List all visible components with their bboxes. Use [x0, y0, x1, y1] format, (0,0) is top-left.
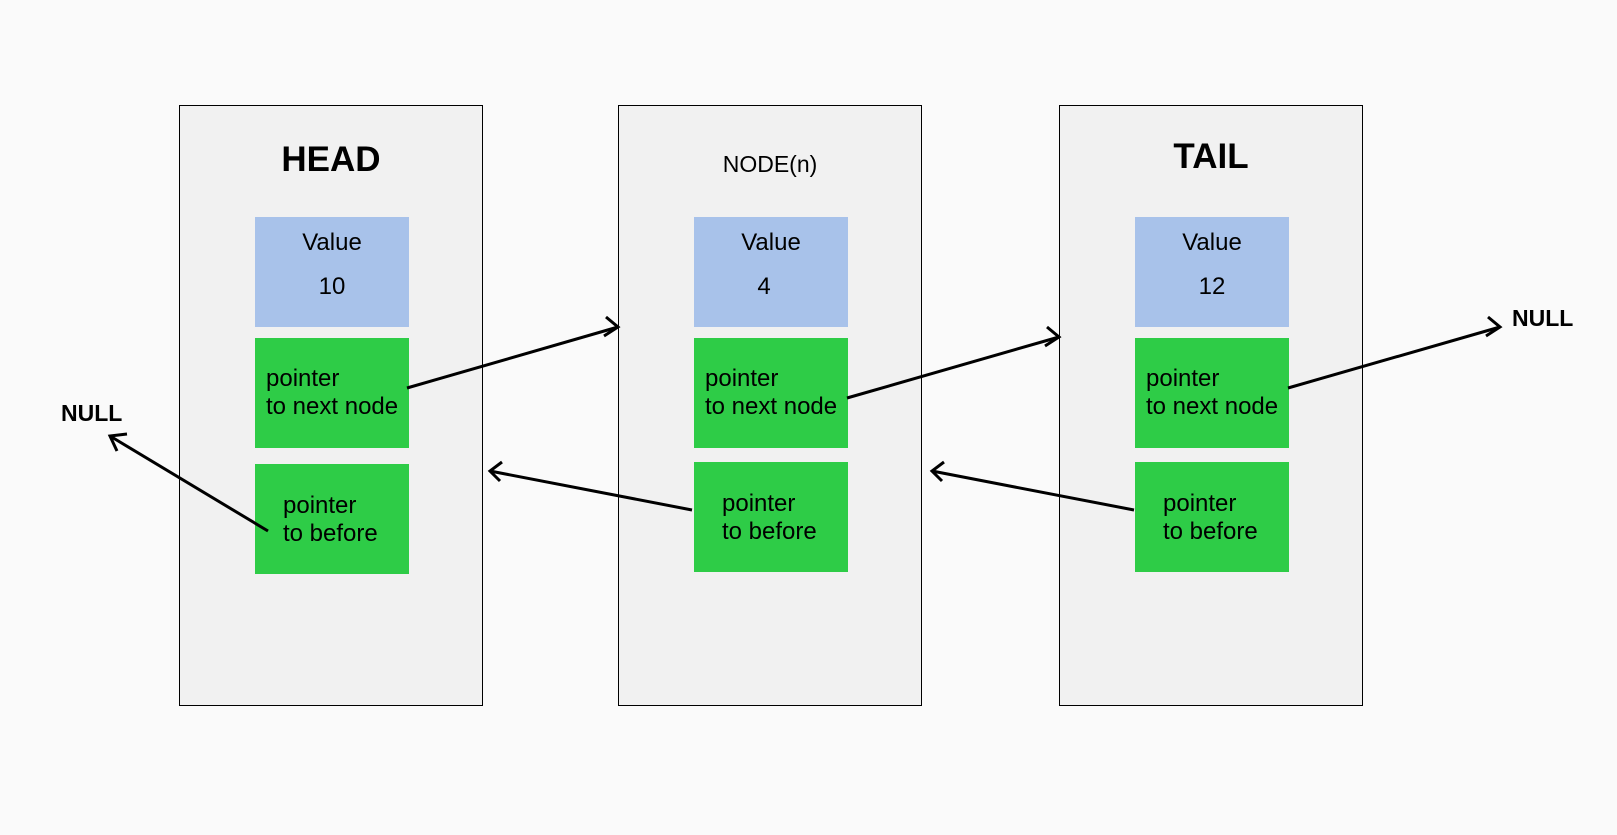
middle-value: 4 [757, 273, 771, 300]
tail-node: TAIL Value 12 pointer to next node point… [1059, 105, 1363, 706]
middle-value-label: Value [741, 229, 801, 256]
middle-next-pointer-line2: to next node [705, 393, 838, 420]
tail-value-label: Value [1182, 229, 1242, 256]
head-value-label: Value [302, 229, 362, 256]
tail-next-pointer-line2: to next node [1146, 393, 1279, 420]
tail-before-pointer-box: pointer to before [1135, 462, 1289, 572]
head-before-pointer-line2: to before [283, 520, 378, 547]
head-next-pointer-line2: to next node [266, 393, 399, 420]
head-next-pointer-box: pointer to next node [255, 338, 409, 448]
middle-value-box: Value 4 [694, 217, 848, 327]
middle-next-pointer-line1: pointer [705, 365, 779, 392]
tail-title: TAIL [1173, 137, 1249, 176]
null-right-label: NULL [1512, 305, 1574, 331]
tail-next-pointer-box: pointer to next node [1135, 338, 1289, 448]
head-node: HEAD Value 10 pointer to next node point… [179, 105, 483, 706]
middle-title: NODE(n) [722, 151, 818, 177]
head-value-box: Value 10 [255, 217, 409, 327]
middle-before-pointer-line1: pointer [722, 490, 796, 517]
middle-before-pointer-line2: to before [722, 518, 817, 545]
tail-next-pointer-line1: pointer [1146, 365, 1220, 392]
head-before-pointer-line1: pointer [283, 492, 357, 519]
head-before-pointer-box: pointer to before [255, 464, 409, 574]
null-left-label: NULL [61, 400, 123, 426]
tail-value-box: Value 12 [1135, 217, 1289, 327]
tail-before-pointer-line1: pointer [1163, 490, 1237, 517]
head-title: HEAD [281, 140, 381, 179]
head-next-pointer-line1: pointer [266, 365, 340, 392]
middle-node: NODE(n) Value 4 pointer to next node poi… [618, 105, 922, 706]
tail-before-pointer-line2: to before [1163, 518, 1258, 545]
tail-value: 12 [1198, 273, 1226, 300]
middle-before-pointer-box: pointer to before [694, 462, 848, 572]
head-value: 10 [318, 273, 346, 300]
middle-next-pointer-box: pointer to next node [694, 338, 848, 448]
